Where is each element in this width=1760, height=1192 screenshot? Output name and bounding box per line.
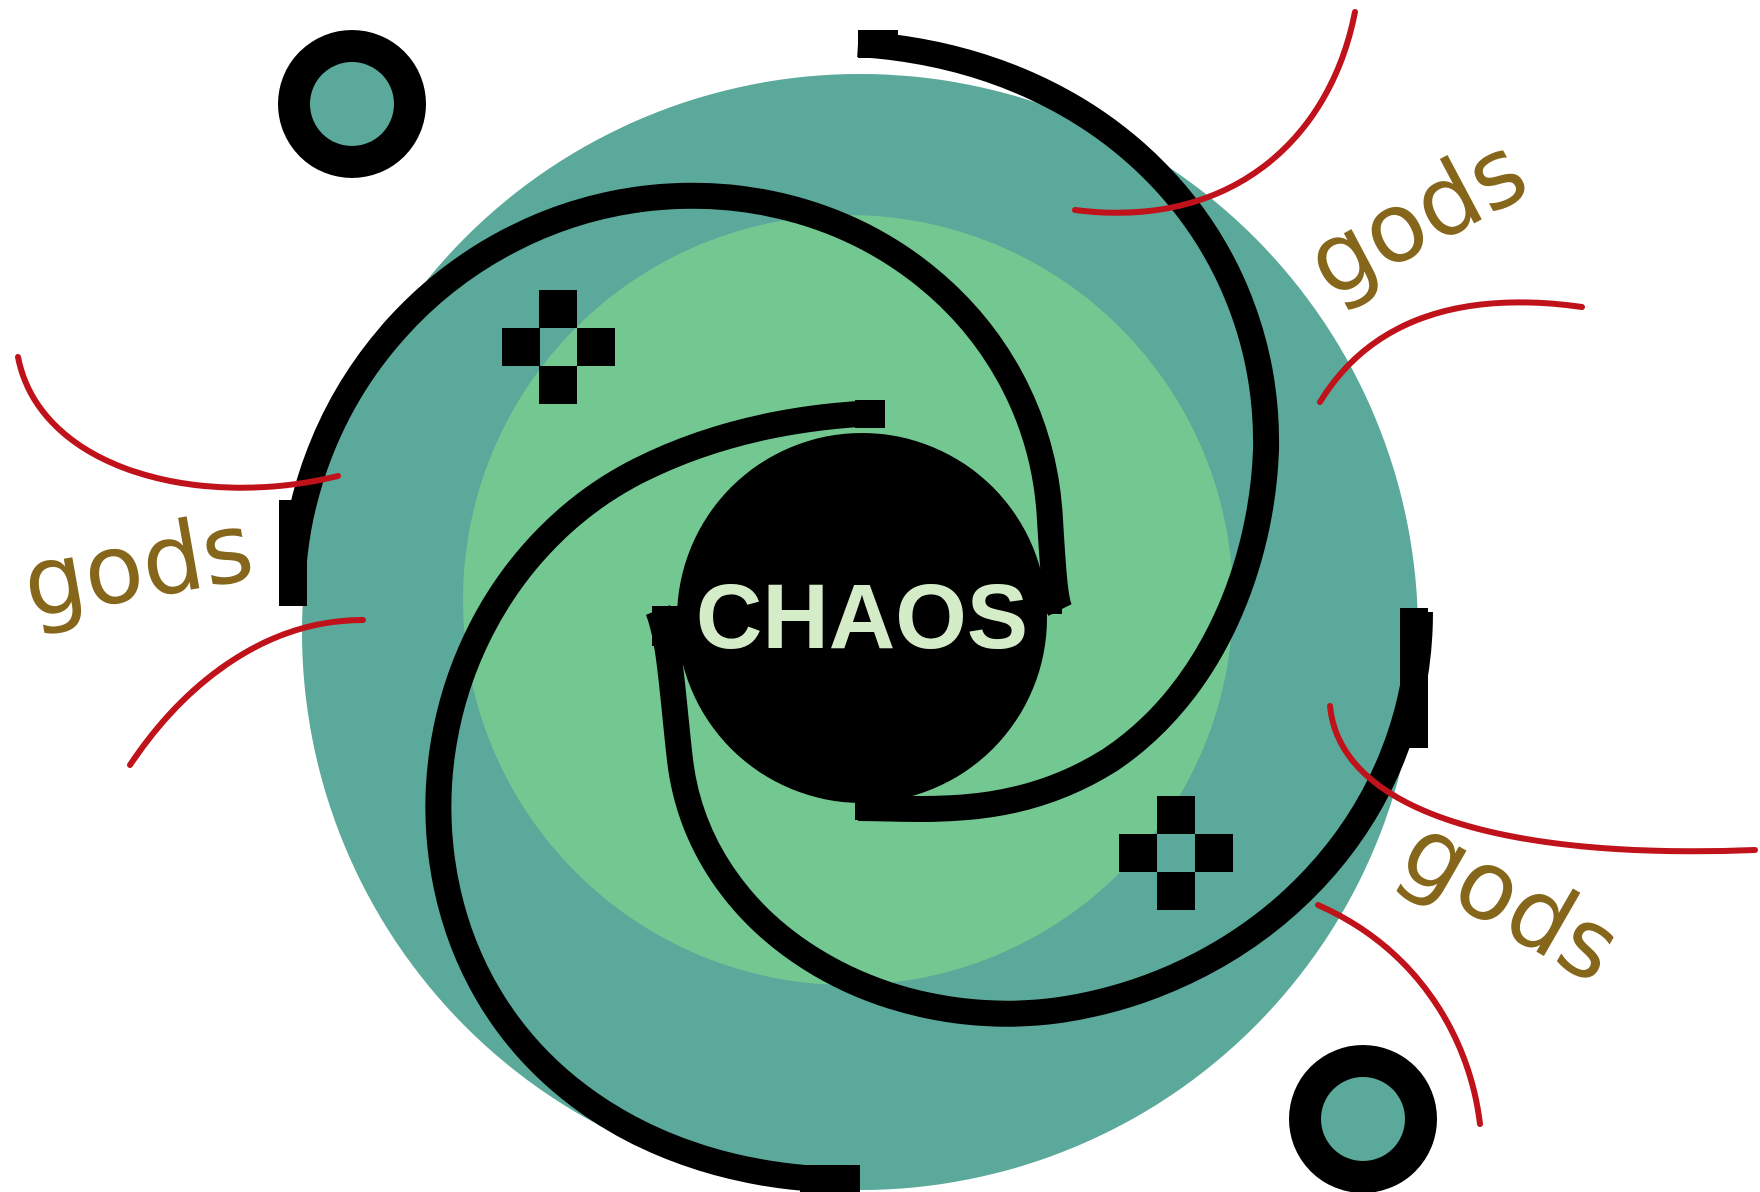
arm-cap-top: [858, 30, 898, 58]
arm-cap-left: [279, 500, 307, 606]
gods-label-top-right: gods: [1288, 113, 1544, 320]
red-curve-left-1: [18, 357, 338, 488]
gods-label-left: gods: [15, 490, 262, 640]
arm-cap-inner-right: [1030, 590, 1062, 614]
small-ring-bottom-right: [1305, 1061, 1421, 1177]
chaos-label: CHAOS: [696, 566, 1028, 668]
arm-cap-right: [1400, 608, 1428, 748]
arm-cap-bottom: [800, 1165, 860, 1192]
arm-cap-inner-bottom: [855, 792, 887, 820]
small-ring-top-left: [294, 46, 410, 162]
arm-cap-inner-top: [855, 400, 885, 428]
gods-label-bottom-right: gods: [1384, 793, 1640, 1005]
arm-cap-inner-left: [652, 606, 682, 646]
